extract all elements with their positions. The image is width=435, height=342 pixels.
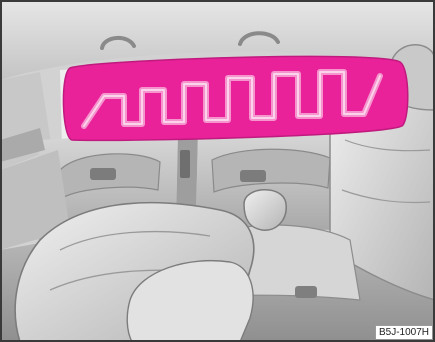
front-headrest <box>244 190 286 230</box>
front-door-handle <box>90 168 116 180</box>
seatbelt-anchor <box>180 150 190 178</box>
seatbelt-buckle <box>295 286 317 298</box>
rear-door-handle <box>240 170 266 182</box>
figure-code-label: B5J-1007H <box>375 325 432 339</box>
